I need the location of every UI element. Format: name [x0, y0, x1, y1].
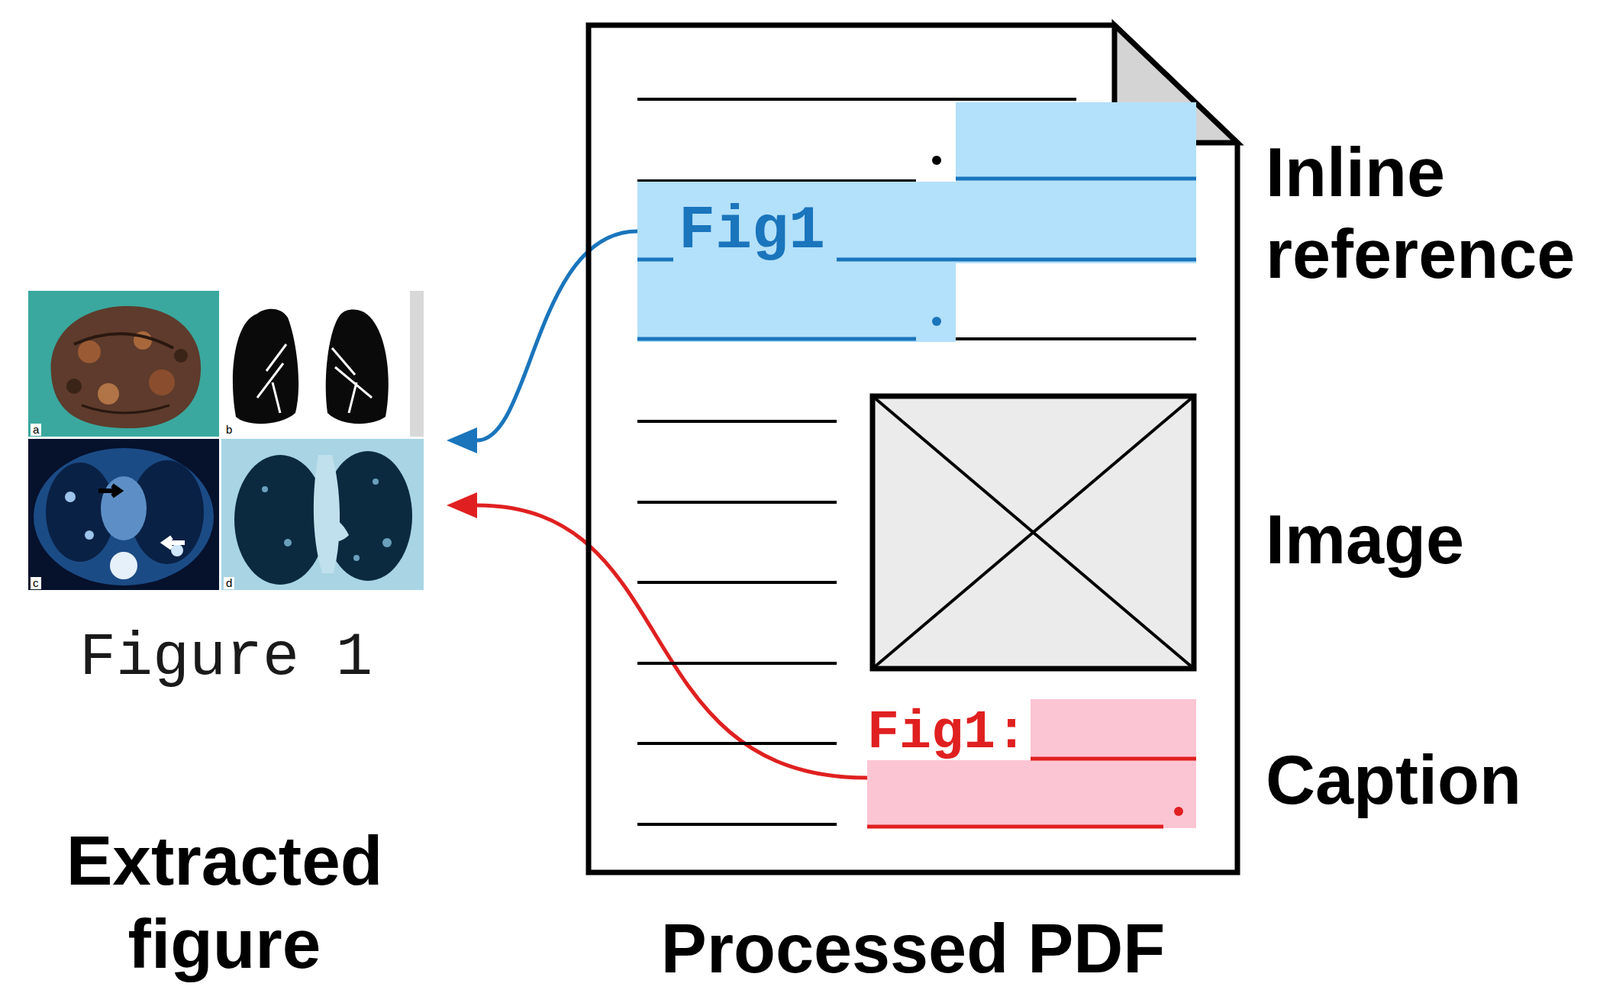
- panel-b: [221, 290, 424, 437]
- panel-d: [221, 438, 424, 591]
- part-label: Image: [1265, 499, 1594, 581]
- connector-line: [477, 505, 868, 778]
- caption-highlight: Fig1:: [867, 699, 1197, 829]
- part-label: Inline reference: [1265, 132, 1594, 296]
- medical-figure-illustration: [28, 290, 424, 591]
- pdf-document: Processed PDF Fig1 Fig1:: [588, 25, 1238, 873]
- inline-reference-highlight: Fig1: [637, 102, 1197, 342]
- figure-label: Figure 1: [28, 627, 424, 689]
- caption-text: Fig1:: [867, 706, 1030, 761]
- connector-line: [477, 231, 638, 441]
- arrowhead: [446, 492, 478, 519]
- panel-letter: a: [30, 423, 42, 436]
- panel-c: [28, 438, 220, 591]
- panel-a: [28, 290, 220, 437]
- part-label: Caption: [1265, 739, 1594, 822]
- connector-arrow: [446, 231, 638, 454]
- image-placeholder: [872, 396, 1194, 669]
- arrowhead: [446, 427, 478, 454]
- document-title: Processed PDF: [588, 907, 1238, 991]
- panel-letter: b: [223, 423, 235, 436]
- reference-text: Fig1: [678, 200, 832, 262]
- panel-letter: c: [30, 577, 42, 590]
- connector-arrow: [446, 492, 868, 778]
- extracted-figure: Figure 1abcd: [28, 290, 447, 591]
- panel-letter: d: [223, 577, 235, 590]
- section-heading: Extracted figure: [25, 819, 423, 986]
